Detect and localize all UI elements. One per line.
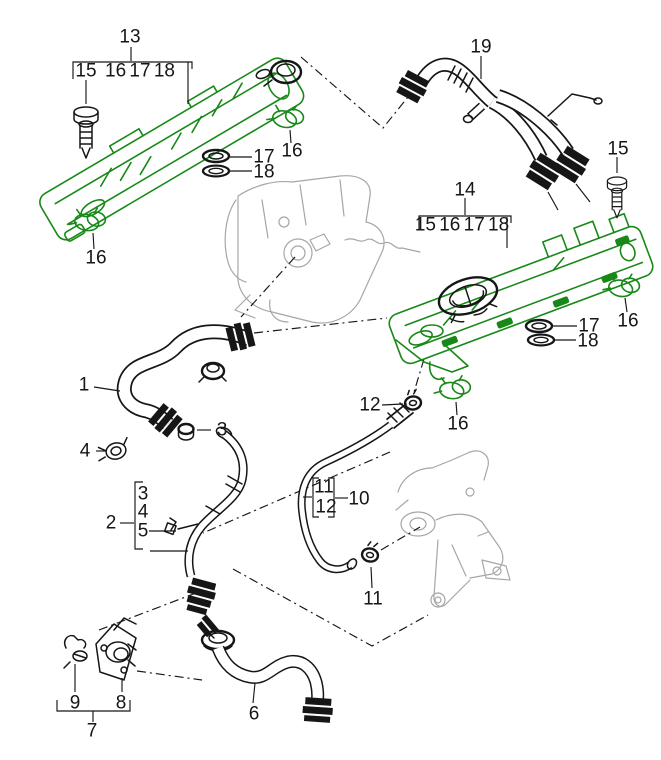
- oil-filler-cap-drawing: [437, 276, 499, 324]
- callout-12: 12: [359, 394, 381, 416]
- callout-brackets: [56, 47, 512, 722]
- callout-9: 9: [69, 692, 81, 714]
- callout-16-cover14-bottom: 16: [447, 413, 469, 435]
- callout-18-right: 18: [577, 330, 599, 352]
- callout-11-bracket: 11: [314, 476, 334, 498]
- seal-17-right-drawing: [524, 318, 554, 334]
- valve-cover-13-drawing: [39, 57, 305, 242]
- locator-lines: [98, 56, 429, 681]
- hose-10-drawing: [297, 402, 415, 574]
- callout-7: 7: [86, 720, 98, 742]
- engine-block-sketch: [224, 175, 421, 324]
- clamp-4-drawing: [97, 436, 128, 462]
- clip-9-drawing: [63, 634, 88, 669]
- seal-18-left-drawing: [201, 164, 231, 178]
- valve-cover-14-drawing: [388, 212, 654, 380]
- valve-8-drawing: [95, 617, 137, 681]
- callout-13-sub-15: 15: [75, 60, 97, 82]
- callout-2-item-5: 5: [137, 520, 149, 542]
- callout-6: 6: [248, 703, 260, 725]
- callout-17-right: 17: [578, 315, 600, 337]
- callout-10: 10: [348, 488, 370, 510]
- hose-6-drawing: [200, 629, 333, 723]
- tube-2-drawing: [163, 426, 248, 638]
- callout-4: 4: [79, 440, 91, 462]
- callout-3: 3: [216, 419, 228, 441]
- clamp-11-drawing: [359, 539, 382, 565]
- callout-16-cover13-side: 16: [281, 140, 303, 162]
- callout-16-cover13-bottom: 16: [85, 247, 107, 269]
- hose-19-drawing: [396, 57, 603, 211]
- callout-13-sub-16-17-18: 16 17 18: [105, 60, 175, 82]
- seal-17-left-drawing: [201, 148, 231, 164]
- callout-2-item-3: 3: [137, 483, 149, 505]
- callout-14: 14: [454, 179, 476, 201]
- callout-17-left: 17: [253, 146, 275, 168]
- callout-18-left: 18: [253, 161, 275, 183]
- bolt-15-right-drawing: [606, 176, 628, 219]
- leader-lines: [74, 56, 628, 704]
- hose-1-drawing: [116, 322, 256, 438]
- callout-16-cover14-side: 16: [617, 310, 639, 332]
- bolt-15-left-drawing: [73, 106, 99, 159]
- callout-14-sub-row: 15 16 17 18: [414, 214, 510, 236]
- cap-3-drawing: [177, 422, 195, 441]
- clamp-12-drawing: [402, 387, 424, 412]
- callout-13: 13: [119, 26, 141, 48]
- callout-2: 2: [105, 512, 117, 534]
- callout-8: 8: [115, 692, 127, 714]
- seal-18-right-drawing: [526, 333, 556, 347]
- callout-15-right: 15: [607, 138, 629, 160]
- callout-12-bracket: 12: [315, 496, 337, 518]
- callout-2-item-4: 4: [137, 501, 149, 523]
- callout-11: 11: [363, 588, 383, 610]
- clamp-16-mid-drawing: [433, 371, 473, 402]
- clamp-16-right-drawing: [601, 268, 643, 301]
- callout-19: 19: [470, 36, 492, 58]
- callout-1: 1: [78, 374, 90, 396]
- engine-mount-sketch: [395, 450, 511, 608]
